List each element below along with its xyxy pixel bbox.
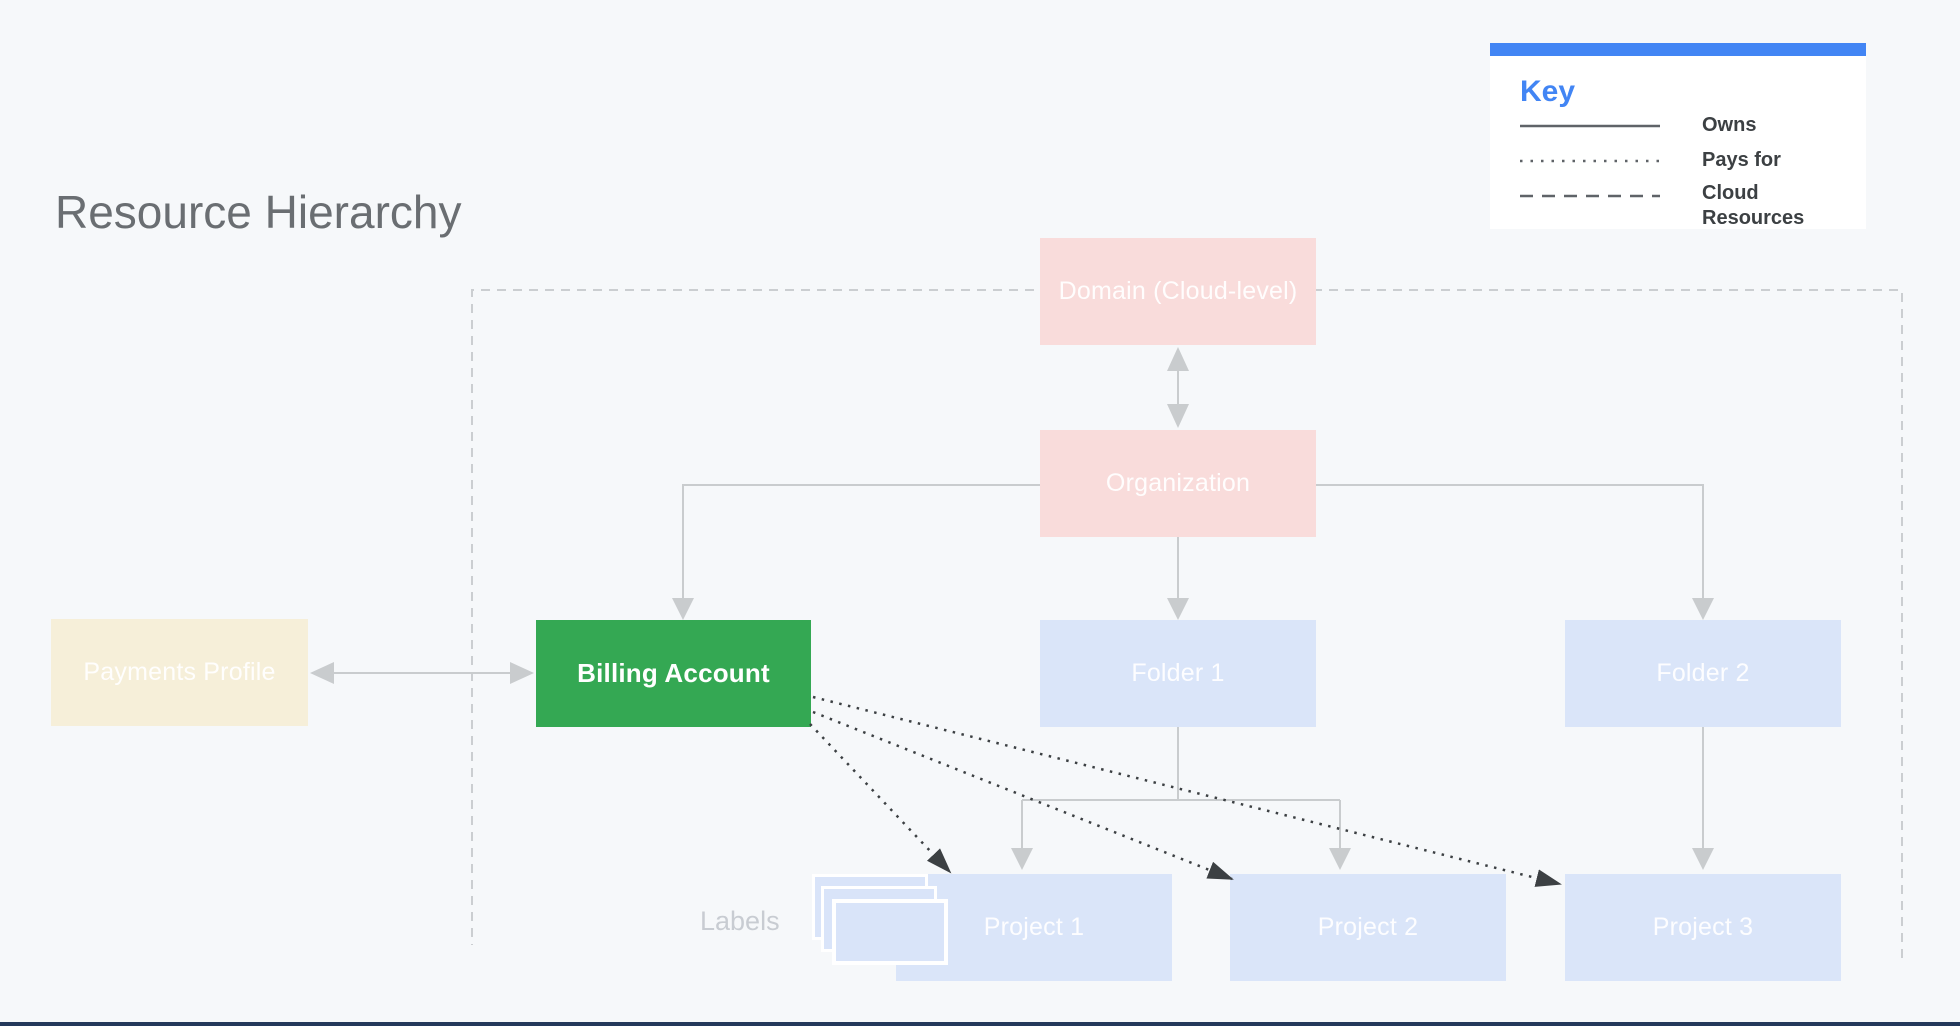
labels-stack-icon — [812, 874, 952, 968]
arrowhead-folder2-top — [1692, 598, 1714, 620]
arrowhead-billing-top — [672, 598, 694, 620]
labels-caption: Labels — [700, 906, 780, 936]
cloud-resources-line-sample — [1520, 194, 1660, 198]
pays-for-line-sample — [1520, 159, 1660, 163]
key-accent-bar — [1490, 43, 1866, 56]
node-folder-2-label: Folder 2 — [1656, 659, 1750, 687]
arrowhead-down-organization — [1167, 404, 1189, 428]
arrowhead-project2-top — [1329, 848, 1351, 870]
arrowhead-folder1-top — [1167, 598, 1189, 620]
node-domain: Domain (Cloud-level) — [1040, 238, 1316, 345]
node-organization-label: Organization — [1105, 469, 1251, 497]
node-folder-2: Folder 2 — [1565, 620, 1841, 727]
node-organization: Organization — [1040, 430, 1316, 537]
node-folder-1-label: Folder 1 — [1131, 659, 1225, 687]
node-project-3-label: Project 3 — [1652, 913, 1754, 941]
arrowhead-left-payments — [310, 662, 334, 684]
node-project-3: Project 3 — [1565, 874, 1841, 981]
arrowhead-up-domain — [1167, 347, 1189, 371]
node-folder-1: Folder 1 — [1040, 620, 1316, 727]
legend-label-cloud-resources: Cloud Resources — [1702, 182, 1805, 229]
arrowhead-project3-top — [1692, 848, 1714, 870]
node-project-2: Project 2 — [1230, 874, 1506, 981]
node-payments-profile-label: Payments Profile — [83, 658, 276, 686]
key-title: Key — [1520, 75, 1576, 108]
node-billing-account-label: Billing Account — [577, 658, 770, 688]
legend-label-owns: Owns — [1702, 114, 1757, 136]
page-title: Resource Hierarchy — [55, 186, 462, 238]
connector-organization-billing — [682, 484, 1040, 602]
node-payments-profile: Payments Profile — [51, 619, 308, 726]
bottom-accent-bar — [0, 1022, 1960, 1026]
owns-line-sample — [1520, 124, 1660, 128]
key-legend: Key Owns Pays for Cloud Resources — [1490, 43, 1866, 229]
node-billing-account: Billing Account — [536, 620, 811, 727]
node-domain-label: Domain (Cloud-level) — [1058, 277, 1298, 305]
connector-folder1-projects — [1021, 727, 1341, 852]
labels-card-front — [832, 899, 948, 965]
node-project-1-label: Project 1 — [983, 913, 1085, 941]
owns-connectors — [332, 368, 1704, 852]
connector-organization-folder2 — [1316, 484, 1704, 602]
legend-label-pays-for: Pays for — [1702, 149, 1781, 171]
node-project-2-label: Project 2 — [1317, 913, 1419, 941]
arrowhead-project1-top — [1011, 848, 1033, 870]
gray-arrowheads — [310, 347, 1714, 870]
arrowhead-right-billing — [510, 662, 534, 684]
